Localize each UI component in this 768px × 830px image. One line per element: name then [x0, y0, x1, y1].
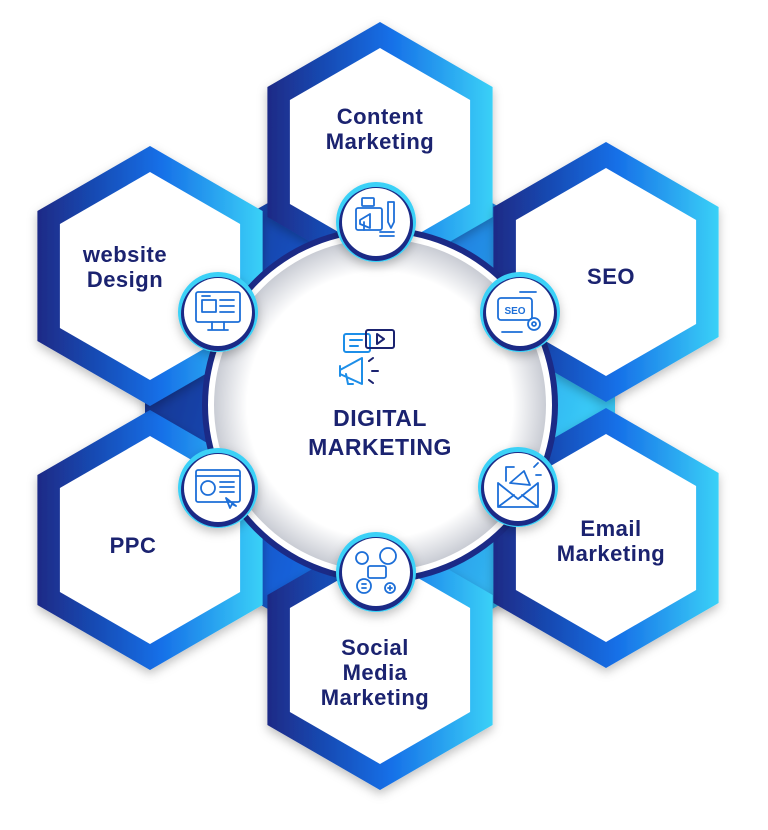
center-title: DIGITAL MARKETING	[230, 404, 530, 462]
social-media-icon	[336, 532, 416, 612]
ppc-icon	[178, 448, 258, 528]
label-email-marketing: Email Marketing	[521, 516, 701, 566]
content-marketing-icon	[336, 182, 416, 262]
outer-hexagon-inner	[515, 168, 697, 376]
label-line: website	[82, 242, 168, 267]
label-seo: SEO	[521, 264, 701, 289]
label-line: SEO	[587, 264, 635, 289]
outer-hexagon-inner	[289, 48, 471, 256]
label-line: Social	[341, 635, 409, 660]
label-line: Email	[580, 516, 642, 541]
outer-hexagon-inner	[515, 434, 697, 642]
svg-text:SEO: SEO	[504, 306, 525, 317]
label-line: Marketing	[556, 541, 666, 566]
outer-hexagon-inner	[289, 556, 471, 764]
website-design-icon	[178, 272, 258, 352]
label-line: Content	[336, 104, 424, 129]
center-title-line1: DIGITAL	[333, 405, 427, 431]
megaphone-video-chat-icon	[339, 329, 395, 385]
label-website-design: website Design	[35, 242, 215, 292]
label-ppc: PPC	[43, 533, 223, 558]
label-content-marketing: Content Marketing	[290, 104, 470, 154]
seo-icon: SEO	[480, 272, 560, 352]
center-title-line2: MARKETING	[308, 434, 452, 460]
label-social-media-marketing: Social Media Marketing	[285, 635, 465, 710]
label-line: Design	[86, 267, 164, 292]
label-line: Marketing	[320, 685, 430, 710]
label-line: Media	[342, 660, 408, 685]
center-circle	[214, 239, 546, 571]
label-line: Marketing	[325, 129, 435, 154]
label-line: PPC	[109, 533, 157, 558]
email-marketing-icon	[478, 447, 558, 527]
